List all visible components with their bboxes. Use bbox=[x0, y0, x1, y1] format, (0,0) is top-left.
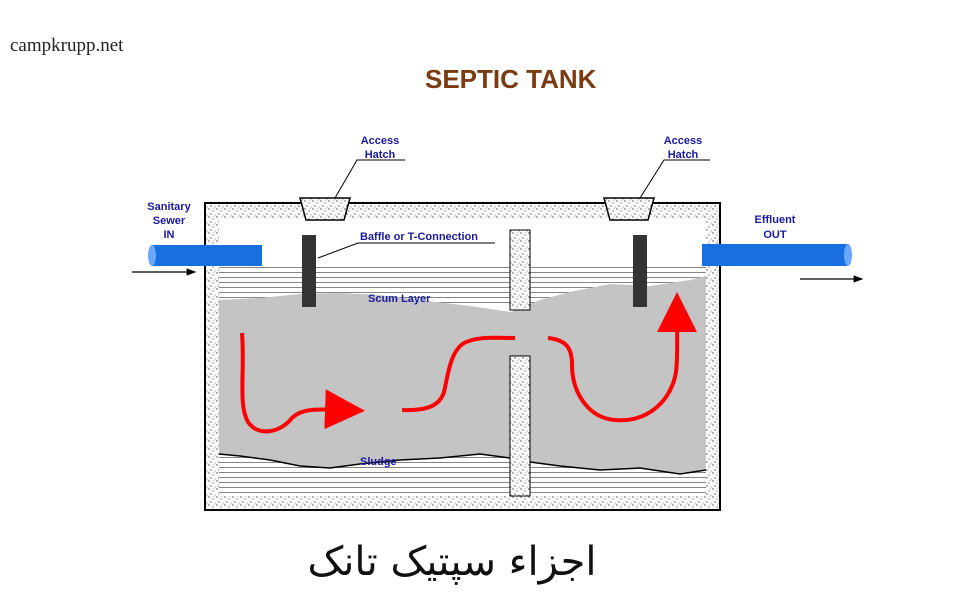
baffle-label: Baffle or T-Connection bbox=[360, 231, 478, 243]
access-hatch-left bbox=[299, 197, 351, 221]
effluent-label-2: OUT bbox=[763, 229, 787, 241]
sludge-layer bbox=[219, 454, 706, 496]
sludge-line bbox=[218, 453, 707, 475]
watermark: campkrupp.net bbox=[10, 35, 124, 56]
scum-layer-label: Scum Layer bbox=[368, 293, 431, 305]
effluent-label-1: Effluent bbox=[755, 214, 796, 226]
sanitary-sewer-label-1: Sanitary bbox=[147, 201, 191, 213]
access-hatch-right-label-1: Access bbox=[664, 135, 703, 147]
persian-caption: اجزاء سپتیک تانک bbox=[307, 539, 596, 585]
access-hatch-right-label-2: Hatch bbox=[668, 149, 699, 161]
flow-arrow-1 bbox=[240, 332, 365, 434]
access-hatch-left-leader bbox=[334, 159, 405, 199]
access-hatch-right-leader bbox=[639, 159, 710, 199]
access-hatch-right bbox=[603, 197, 655, 221]
center-wall-top bbox=[509, 229, 531, 311]
flow-arrow-3 bbox=[547, 292, 698, 423]
flow-arrow-2 bbox=[401, 335, 516, 413]
liquid-layer bbox=[219, 276, 706, 474]
inlet-pipe bbox=[148, 245, 262, 266]
access-hatch-left-label-2: Hatch bbox=[365, 149, 396, 161]
baffle-right bbox=[633, 235, 647, 307]
center-wall-bottom bbox=[509, 355, 531, 497]
sanitary-sewer-label-2: Sewer bbox=[153, 215, 186, 227]
sanitary-sewer-label-3: IN bbox=[164, 229, 175, 241]
outlet-pipe bbox=[702, 244, 852, 266]
baffle-leader bbox=[317, 242, 495, 259]
diagram-title: SEPTIC TANK bbox=[425, 64, 597, 94]
sludge-label: Sludge bbox=[360, 456, 397, 468]
baffle-left bbox=[302, 235, 316, 307]
access-hatch-left-label-1: Access bbox=[361, 135, 400, 147]
